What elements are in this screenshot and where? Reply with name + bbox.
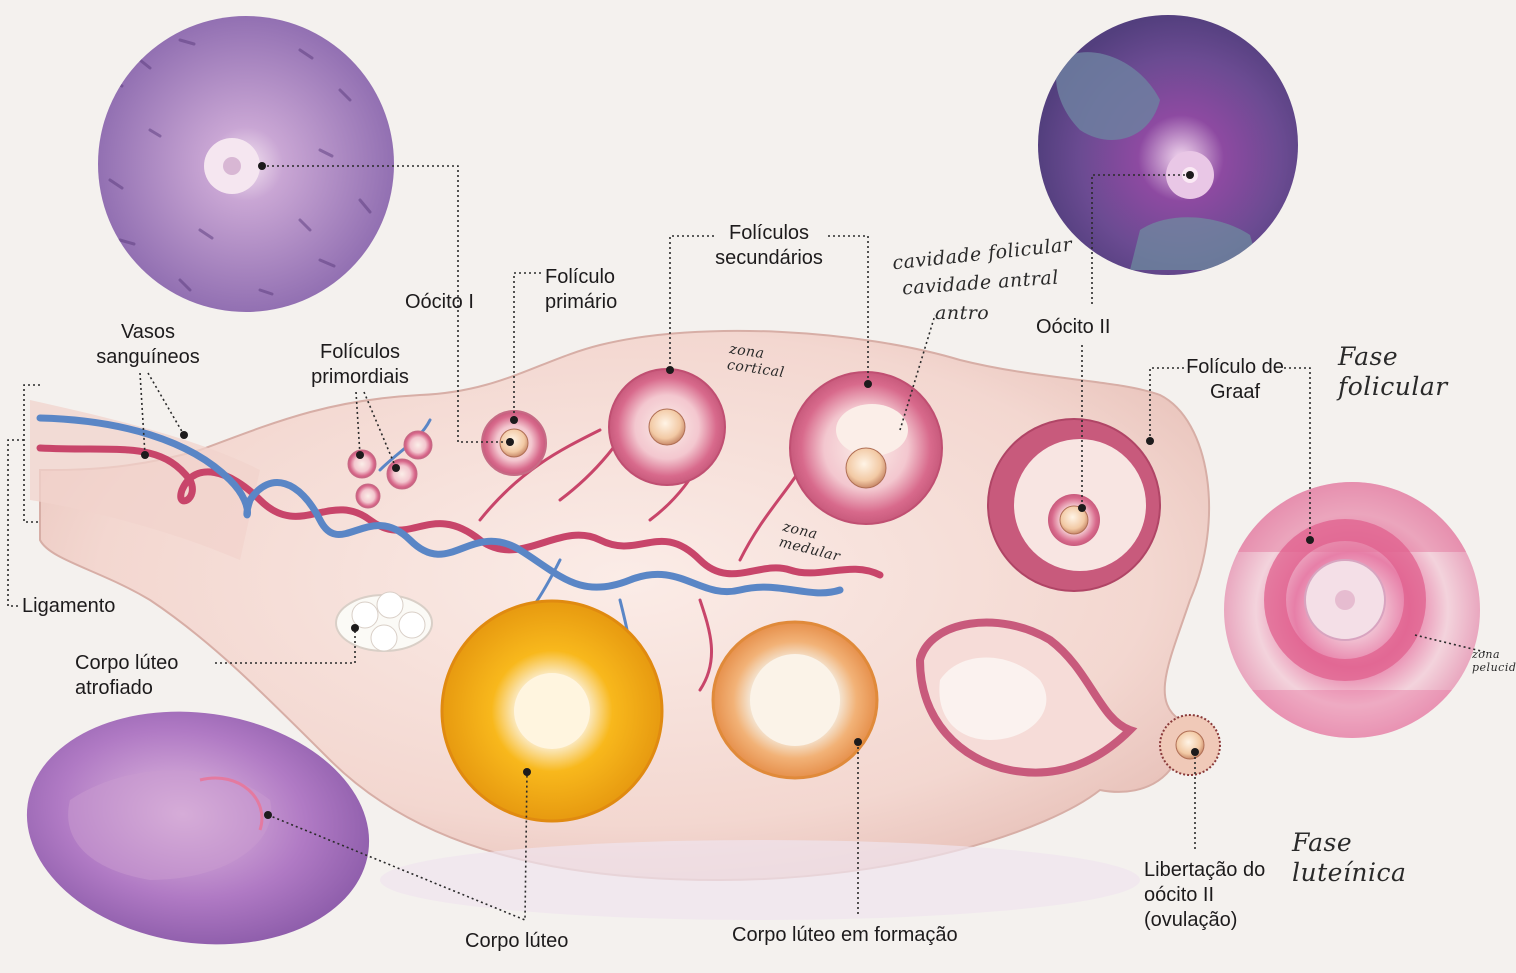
label-graafian-follicle: Folículo de Graaf [1186, 356, 1284, 403]
handwritten-fase-folicular: Fase folicular [1338, 342, 1448, 401]
histology-graafian-follicle [1224, 482, 1480, 738]
histology-corpus-luteum [26, 711, 370, 945]
primordial-follicles [347, 430, 433, 509]
histology-primary-oocyte [98, 16, 394, 312]
blood-vessels [36, 408, 884, 722]
artery [36, 444, 884, 579]
graafian-follicle [987, 418, 1161, 592]
handwritten-fase-luteinica: Fase luteínica [1292, 828, 1407, 887]
corpus-luteum-atrophied [335, 591, 433, 652]
label-corpus-luteum: Corpo lúteo [465, 930, 569, 952]
histology-secondary-oocyte [1038, 15, 1298, 275]
label-primary-follicle: Folículo primário [545, 266, 618, 313]
label-secondary-follicles: Folículos secundários [715, 222, 823, 269]
ruptured-follicle [915, 618, 1138, 777]
handwritten-zona-pelucida: zona pelucida [1472, 648, 1516, 674]
primary-follicle [481, 410, 547, 476]
released-oocyte [1159, 714, 1221, 776]
label-ovulation: Libertação do oócito II (ovulação) [1144, 859, 1266, 931]
label-corpus-luteum-forming: Corpo lúteo em formação [732, 924, 958, 946]
secondary-follicle-1 [608, 368, 726, 486]
label-blood-vessels: Vasos sanguíneos [96, 321, 200, 368]
leader-lines [7, 162, 1486, 922]
label-corpus-luteum-atrophied: Corpo lúteo atrofiado [75, 652, 179, 699]
secondary-follicle-2 [789, 371, 943, 525]
handwritten-antro: antro [935, 302, 990, 324]
corpus-luteum [440, 599, 664, 823]
label-ligament: Ligamento [22, 595, 116, 617]
vein [36, 414, 844, 597]
label-primary-oocyte: Oócito I [405, 291, 474, 313]
label-secondary-oocyte: Oócito II [1036, 316, 1111, 338]
label-primordial-follicles: Folículos primordiais [311, 341, 409, 388]
corpus-luteum-forming [711, 620, 879, 780]
